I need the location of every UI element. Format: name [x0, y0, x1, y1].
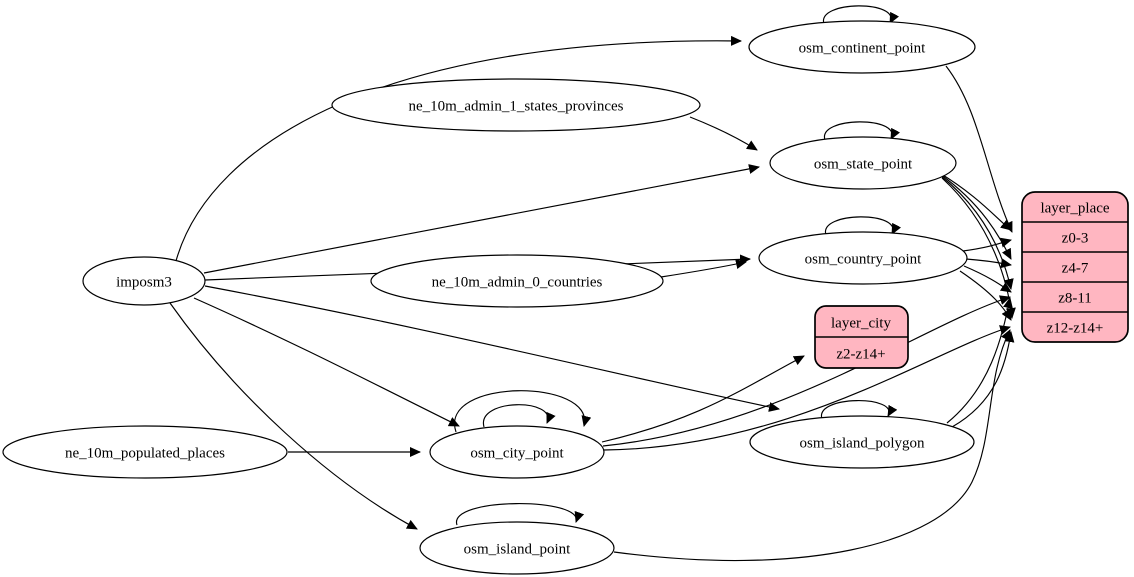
osm_island_point-label: osm_island_point	[464, 541, 572, 557]
node-ne_10m_admin_1_states_provinces: ne_10m_admin_1_states_provinces	[331, 78, 701, 132]
osm_country_point-shape	[758, 231, 968, 285]
edge-osm_state_point-layer_place-z8-11	[940, 175, 1014, 290]
osm_state_point-shape	[769, 136, 957, 190]
ne_10m_admin_0_countries-label: ne_10m_admin_0_countries	[432, 274, 603, 290]
osm_city_point-shape	[429, 425, 605, 479]
edge-imposm3-osm_island_point	[169, 302, 418, 530]
ne_10m_admin_1_states_provinces-shape	[331, 78, 701, 132]
layer_place-title: layer_place	[1040, 200, 1109, 216]
layer_place-row-z12-z14: z12-z14+	[1047, 320, 1104, 336]
edge-osm_city_point-layer_place-z12-z14	[603, 325, 1011, 451]
node-osm_continent_point: osm_continent_point	[748, 20, 976, 74]
selfloop-osm_country_point	[825, 216, 902, 236]
record-layer_city: layer_city z2-z14+	[814, 305, 909, 369]
node-osm_island_point: osm_island_point	[419, 521, 615, 575]
osm_continent_point-shape	[748, 20, 976, 74]
layer_place-row-z8-11: z8-11	[1058, 290, 1092, 306]
node-imposm3: imposm3	[82, 256, 206, 306]
edge-osm_country_point-layer_place-z0-3	[962, 237, 1012, 252]
osm_island_polygon-shape	[749, 415, 975, 469]
edge-osm_country_point-layer_place-z8-11	[963, 265, 1012, 293]
ne_10m_populated_places-label: ne_10m_populated_places	[65, 445, 225, 461]
ne_10m_admin_0_countries-shape	[370, 254, 664, 308]
edge-osm_country_point-layer_place-z12-z14	[959, 270, 1012, 321]
edge-ne_10m_admin_1_states_provinces-osm_state_point	[689, 116, 758, 151]
osm_island_polygon-label: osm_island_polygon	[799, 435, 925, 451]
selfloop-osm_continent_point	[823, 5, 900, 25]
edge-osm_island_polygon-layer_place-z8-11	[946, 297, 1013, 424]
osm_continent_point-label: osm_continent_point	[799, 40, 926, 56]
layer_place-shape	[1021, 191, 1129, 343]
selfloop-outer-osm_city_point	[454, 390, 592, 433]
ne_10m_populated_places-shape	[2, 425, 288, 479]
ne_10m_admin_1_states_provinces-label: ne_10m_admin_1_states_provinces	[409, 98, 624, 114]
selfloop-osm_state_point	[824, 121, 901, 141]
edge-osm_country_point-layer_place-z4-7	[965, 258, 1012, 269]
edge-osm_state_point-layer_place-z4-7	[939, 173, 1012, 260]
layer_place-row-z4-7: z4-7	[1062, 260, 1089, 276]
osm_island_point-shape	[419, 521, 615, 575]
imposm3-label: imposm3	[116, 274, 172, 290]
edge-osm_city_point-layer_city-z2-z14	[601, 355, 805, 443]
node-osm_country_point: osm_country_point	[758, 231, 968, 285]
edge-osm_island_polygon-layer_place-z12-z14	[951, 331, 1015, 428]
layer_place-row-z0-3: z0-3	[1062, 230, 1089, 246]
layer_city-title: layer_city	[831, 315, 891, 331]
selfloop-osm_island_polygon	[821, 400, 898, 420]
osm_country_point-label: osm_country_point	[805, 251, 922, 267]
edge-imposm3-osm_continent_point	[175, 35, 742, 262]
edge-imposm3-osm_island_polygon	[204, 285, 780, 412]
node-osm_island_polygon: osm_island_polygon	[749, 415, 975, 469]
node-osm_state_point: osm_state_point	[769, 136, 957, 190]
layer_city-row-z2-z14: z2-z14+	[836, 346, 885, 362]
record-layer_place: layer_place z0-3 z4-7 z8-11 z12-z14+	[1021, 191, 1129, 343]
edge-osm_state_point-layer_place-z0-3	[937, 171, 1012, 231]
node-osm_city_point: osm_city_point	[429, 425, 605, 479]
osm_state_point-label: osm_state_point	[814, 156, 913, 172]
edges-layer	[169, 5, 1016, 562]
node-ne_10m_admin_0_countries: ne_10m_admin_0_countries	[370, 254, 664, 308]
imposm3-shape	[82, 256, 206, 306]
edge-osm_continent_point-layer_place-z0-3	[945, 65, 1013, 233]
edge-ne_10m_admin_0_countries-osm_country_point	[660, 259, 747, 278]
selfloop-inner-osm_city_point	[483, 404, 556, 428]
node-ne_10m_populated_places: ne_10m_populated_places	[2, 425, 288, 479]
edge-imposm3-osm_city_point	[193, 297, 460, 427]
edge-osm_island_point-layer_place-z12-z14	[613, 329, 1011, 562]
selfloop-osm_island_point	[456, 503, 585, 526]
osm_city_point-label: osm_city_point	[470, 445, 564, 461]
edge-osm_city_point-layer_place-z8-11	[602, 295, 1011, 447]
